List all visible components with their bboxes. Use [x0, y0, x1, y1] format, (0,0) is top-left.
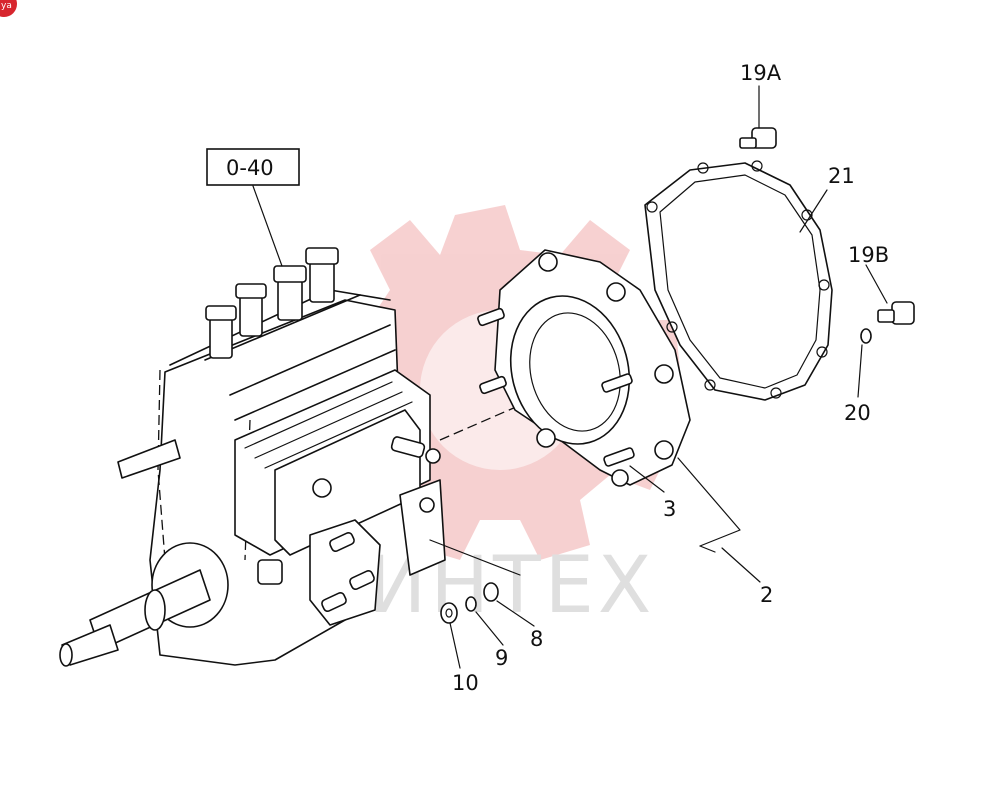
corner-badge: ya: [0, 0, 17, 17]
drive-shaft: [59, 542, 229, 667]
svg-text:ya: ya: [1, 1, 12, 11]
callout-19A: 19A: [740, 61, 782, 85]
ref-box: 0-40: [206, 148, 300, 186]
bolt-19B: [877, 301, 915, 325]
pump-flange: [257, 479, 446, 626]
adapter-flange: [477, 249, 691, 487]
callout-9: 9: [495, 646, 508, 670]
bolt-19A: [739, 127, 777, 149]
callout-21: 21: [828, 164, 855, 188]
washer-20: [860, 328, 872, 344]
callout-8: 8: [530, 627, 543, 651]
callout-3: 3: [663, 497, 676, 521]
callout-19B: 19B: [848, 243, 889, 267]
leader-lines: [252, 85, 888, 669]
ref-box-label: 0-40: [226, 156, 274, 180]
washer-8: [483, 582, 499, 602]
inspection-cover: [234, 369, 431, 556]
delivery-valves: [205, 247, 339, 359]
callout-2: 2: [760, 583, 773, 607]
injection-pump: [59, 247, 446, 667]
nut-10: [440, 602, 458, 624]
callout-20: 20: [844, 401, 871, 425]
spring-washer-9: [465, 596, 477, 612]
gasket: [644, 160, 833, 401]
callout-10: 10: [452, 671, 479, 695]
